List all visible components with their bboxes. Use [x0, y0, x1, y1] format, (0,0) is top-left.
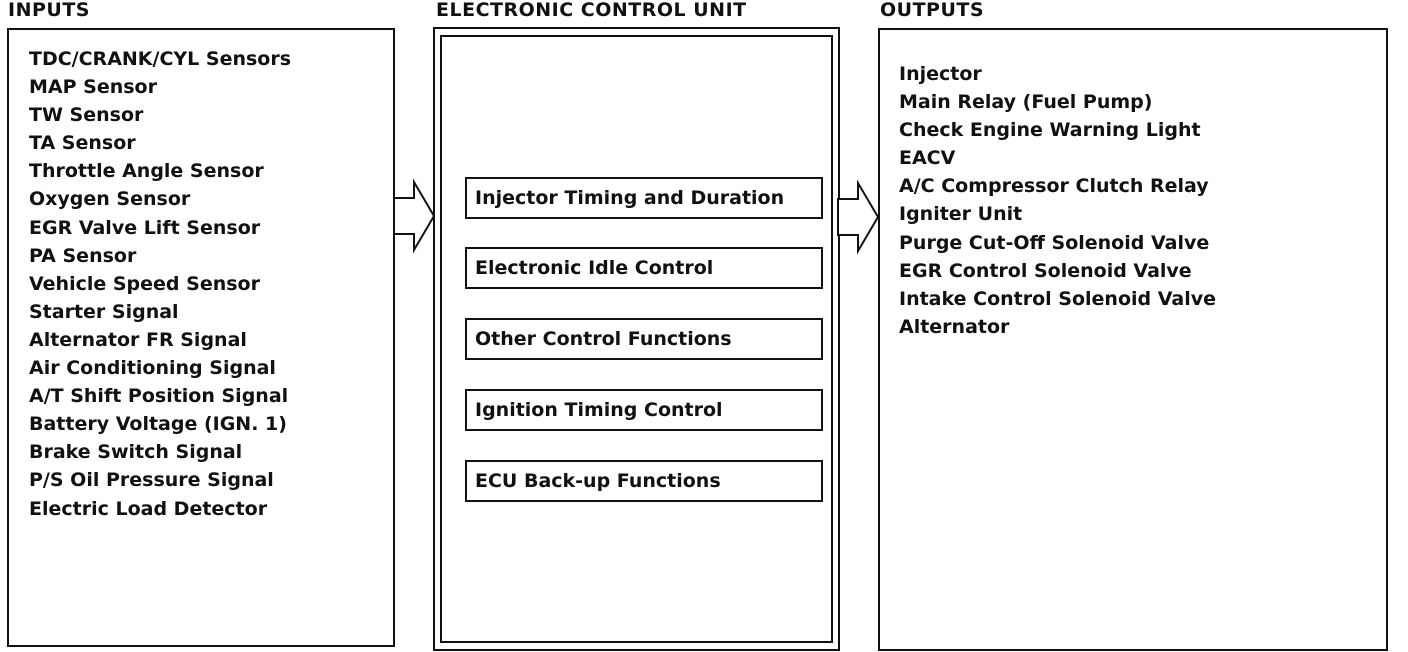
inputs-list: TDC/CRANK/CYL Sensors MAP Sensor TW Sens… [29, 45, 291, 523]
input-item: P/S Oil Pressure Signal [29, 469, 274, 492]
output-item: Intake Control Solenoid Valve [899, 287, 1216, 310]
output-item: Alternator [899, 315, 1010, 338]
input-flow-arrow-icon [393, 178, 436, 254]
ecu-function-box: Ignition Timing Control [465, 389, 823, 431]
ecu-heading: ELECTRONIC CONTROL UNIT [436, 0, 747, 21]
inputs-heading: INPUTS [8, 0, 90, 21]
input-item: Alternator FR Signal [29, 328, 247, 351]
output-item: Main Relay (Fuel Pump) [899, 91, 1153, 114]
output-item: Igniter Unit [899, 203, 1023, 226]
ecu-panel: Injector Timing and Duration Electronic … [433, 27, 840, 651]
input-item: Battery Voltage (IGN. 1) [29, 413, 287, 436]
outputs-list: Injector Main Relay (Fuel Pump) Check En… [899, 60, 1216, 341]
input-item: Oxygen Sensor [29, 188, 191, 211]
ecu-function-box: Electronic Idle Control [465, 247, 823, 289]
output-item: EACV [899, 147, 956, 170]
ecu-function-box: Other Control Functions [465, 318, 823, 360]
input-item: MAP Sensor [29, 76, 157, 99]
input-item: Electric Load Detector [29, 497, 268, 520]
input-item: TW Sensor [29, 104, 144, 127]
ecu-function-box: ECU Back-up Functions [465, 460, 823, 502]
output-item: Injector [899, 63, 982, 85]
ecu-function-box: Injector Timing and Duration [465, 177, 823, 219]
input-item: PA Sensor [29, 244, 137, 267]
ecu-inner-frame: Injector Timing and Duration Electronic … [440, 35, 833, 643]
output-flow-arrow-icon [837, 179, 880, 255]
input-item: Air Conditioning Signal [29, 357, 276, 380]
inputs-panel: TDC/CRANK/CYL Sensors MAP Sensor TW Sens… [7, 28, 395, 647]
outputs-panel: Injector Main Relay (Fuel Pump) Check En… [878, 28, 1388, 651]
input-item: TDC/CRANK/CYL Sensors [29, 48, 292, 70]
output-item: EGR Control Solenoid Valve [899, 259, 1192, 282]
output-item: A/C Compressor Clutch Relay [899, 175, 1209, 198]
input-item: Throttle Angle Sensor [29, 160, 264, 183]
input-item: TA Sensor [29, 132, 136, 155]
input-item: Vehicle Speed Sensor [29, 272, 260, 295]
input-item: Starter Signal [29, 300, 179, 323]
outputs-heading: OUTPUTS [880, 0, 985, 21]
input-item: EGR Valve Lift Sensor [29, 216, 261, 239]
input-item: Brake Switch Signal [29, 441, 243, 464]
output-item: Purge Cut-Off Solenoid Valve [899, 231, 1210, 254]
input-item: A/T Shift Position Signal [29, 385, 289, 408]
output-item: Check Engine Warning Light [899, 119, 1201, 142]
